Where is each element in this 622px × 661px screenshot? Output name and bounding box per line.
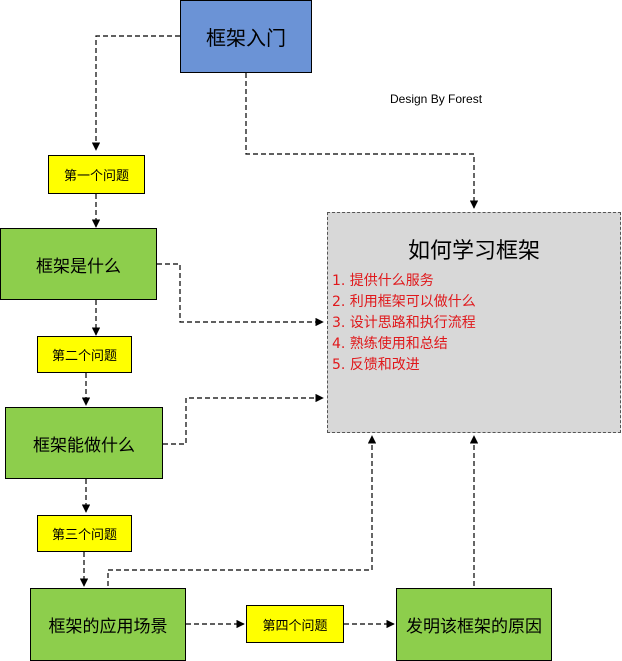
question-3: 第三个问题 xyxy=(37,515,132,552)
node-application-scenarios: 框架的应用场景 xyxy=(30,588,186,661)
connector-intro-to-q1 xyxy=(91,35,180,151)
main-box-title: 如何学习框架 xyxy=(407,239,540,264)
connector-what-to-main xyxy=(157,263,324,327)
connector-can-do-to-main xyxy=(163,393,324,445)
question-2: 第二个问题 xyxy=(37,336,132,373)
learning-step-5: 5. 反馈和改进 xyxy=(332,357,420,373)
node-framework-intro: 框架入门 xyxy=(180,0,312,73)
node-invention-reason: 发明该框架的原因 xyxy=(396,588,552,661)
connector-scenarios-to-main xyxy=(107,435,377,586)
connector-intro-to-main xyxy=(245,73,479,209)
learning-steps-list: 1. 提供什么服务 2. 利用框架可以做什么 3. 设计思路和执行流程 4. 熟… xyxy=(332,271,476,376)
learning-step-2: 2. 利用框架可以做什么 xyxy=(332,294,476,310)
question-4: 第四个问题 xyxy=(246,605,344,643)
learning-step-4: 4. 熟练使用和总结 xyxy=(332,336,448,352)
node-what-is-framework: 框架是什么 xyxy=(0,228,157,300)
node-what-framework-can-do: 框架能做什么 xyxy=(5,407,163,479)
learning-step-3: 3. 设计思路和执行流程 xyxy=(332,315,476,331)
learning-step-1: 1. 提供什么服务 xyxy=(332,273,434,289)
question-1: 第一个问题 xyxy=(48,155,145,194)
credit-text: Design By Forest xyxy=(390,92,483,106)
how-to-learn-framework-box: 如何学习框架 1. 提供什么服务 2. 利用框架可以做什么 3. 设计思路和执行… xyxy=(327,212,621,433)
